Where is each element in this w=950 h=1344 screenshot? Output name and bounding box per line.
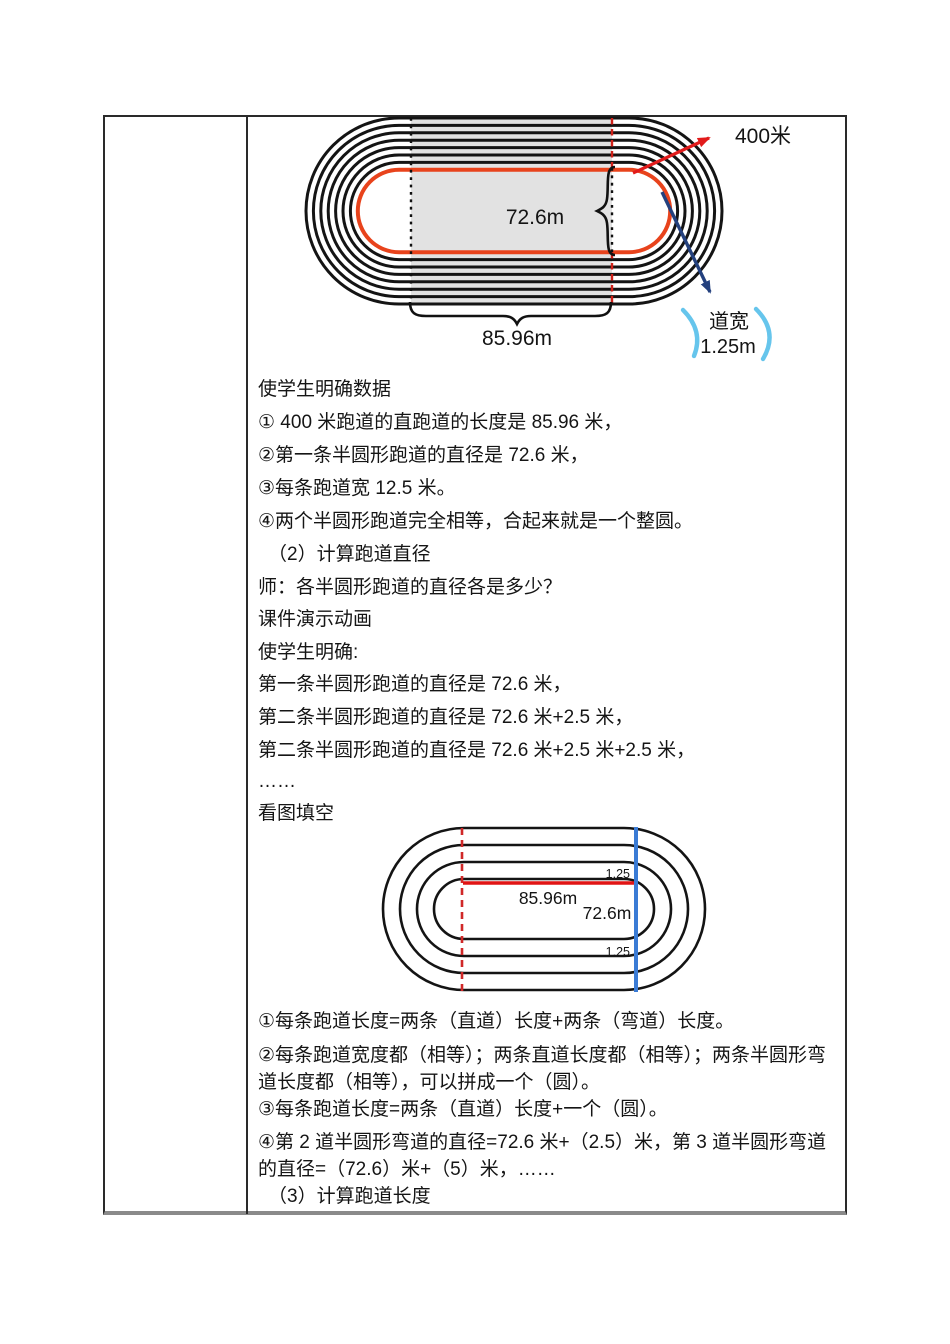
lane-line-7 — [348, 160, 680, 262]
arrow-total-length — [632, 136, 711, 175]
text-line-m12: 第二条半圆形跑道的直径是 72.6 米+2.5 米+2.5 米， — [258, 740, 696, 761]
label-diameter: 72.6m — [583, 903, 632, 923]
lane-line-1 — [304, 116, 724, 306]
label-lane-width-value: 1.25m — [700, 336, 756, 358]
lane-width-arc-left — [680, 307, 700, 359]
track-diagram-400m: 72.6m 85.96m 400米 道宽 1.25m — [304, 116, 791, 362]
track-diagram-fill-blank: 85.96m 72.6m 1.25 1.25 — [381, 826, 707, 992]
label-lane-width-bottom: 1.25 — [606, 945, 630, 959]
text-line-m3: ②第一条半圆形跑道的直径是 72.6 米， — [258, 445, 589, 466]
lane-line-6 — [341, 153, 687, 269]
text-line-b1: ①每条跑道长度=两条（直道）长度+两条（弯道）长度。 — [258, 1011, 735, 1032]
lane-line-3 — [319, 131, 709, 291]
text-line-m6: （2）计算跑道直径 — [268, 544, 431, 565]
text-line-m2: ① 400 米跑道的直跑道的长度是 85.96 米， — [258, 412, 623, 433]
text-line-m13: …… — [258, 771, 296, 792]
lesson-table-border — [103, 115, 847, 1215]
text-line-b2: ②每条跑道宽度都（相等）；两条直道长度都（相等）；两条半圆形弯道长度都（相等），… — [258, 1045, 827, 1093]
label-total-length: 400米 — [735, 125, 791, 148]
text-line-m7: 师：各半圆形跑道的直径各是多少？ — [258, 577, 563, 598]
label-lane-width-top: 1.25 — [606, 867, 630, 881]
text-line-m8: 课件演示动画 — [258, 609, 373, 630]
table-column-divider — [246, 115, 248, 1214]
text-line-m11: 第二条半圆形跑道的直径是 72.6 米+2.5 米， — [258, 707, 634, 728]
lane-width-arc-right — [753, 306, 772, 362]
text-line-b4: ④第 2 道半圆形弯道的直径=72.6 米+（2.5）米，第 3 道半圆形弯道的… — [258, 1132, 827, 1180]
lane-line-1 — [381, 826, 707, 992]
text-line-b5: （3）计算跑道长度 — [268, 1186, 431, 1207]
arrow-lane-width — [660, 191, 712, 294]
straight-length-underbrace — [408, 301, 613, 327]
text-line-m1: 使学生明确数据 — [258, 379, 392, 400]
text-line-m4: ③每条跑道宽 12.5 米。 — [258, 478, 456, 499]
text-line-m9: 使学生明确: — [258, 642, 359, 663]
text-line-m5: ④两个半圆形跑道完全相等，合起来就是一个整圆。 — [258, 511, 694, 532]
lane-line-4 — [432, 877, 656, 941]
text-line-b3: ③每条跑道长度=两条（直道）长度+一个（圆）。 — [258, 1099, 668, 1120]
label-infield-width: 72.6m — [506, 206, 564, 229]
text-line-m10: 第一条半圆形跑道的直径是 72.6 米， — [258, 674, 572, 695]
label-lane-width-title: 道宽 — [709, 310, 749, 333]
lane-line-2 — [398, 843, 690, 975]
label-straight-length: 85.96m — [519, 888, 577, 908]
lane-line-4 — [326, 138, 702, 284]
text-line-m14: 看图填空 — [258, 803, 335, 824]
lane-line-5 — [334, 146, 694, 276]
lane-line-3 — [415, 860, 673, 958]
infield-width-brace — [594, 165, 616, 257]
label-straight-length: 85.96m — [482, 327, 552, 350]
lane-line-2 — [311, 123, 717, 299]
